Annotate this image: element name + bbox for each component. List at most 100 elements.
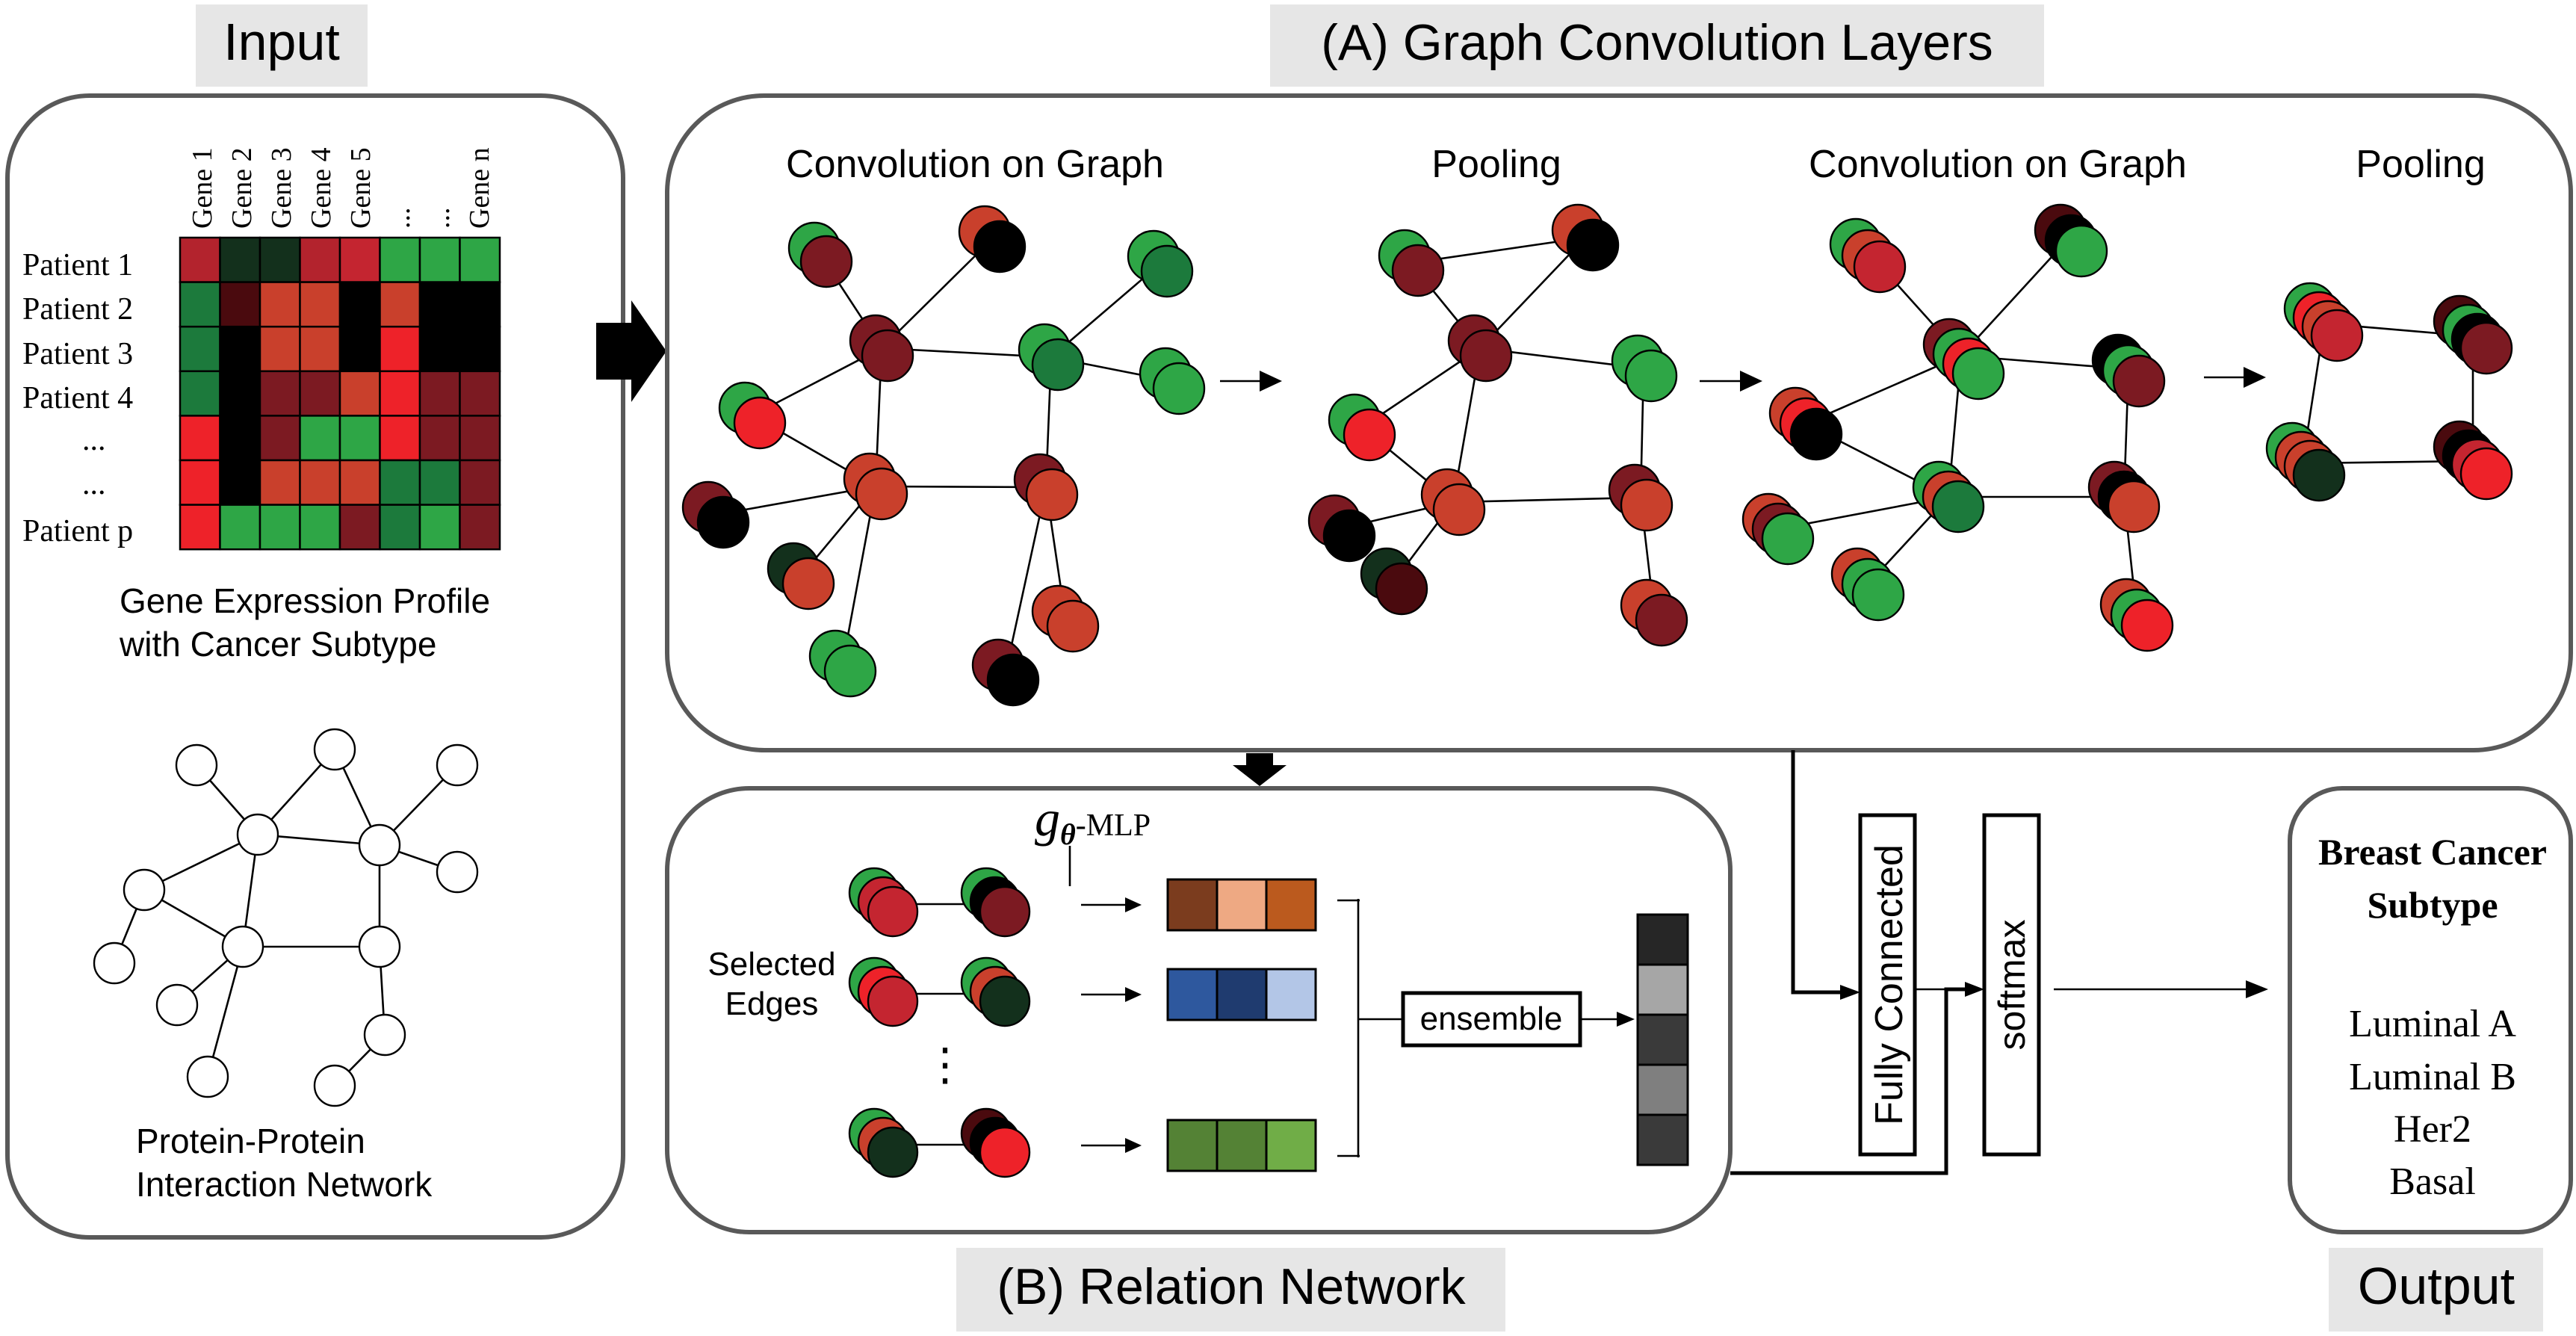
selected-edges-line2: Edges (725, 986, 819, 1022)
graph-stage-2 (1307, 203, 1688, 647)
subtype-item: Her2 (2394, 1108, 2471, 1151)
feature-cell (1216, 878, 1268, 932)
stage-title: Convolution on Graph (786, 143, 1164, 186)
patient-label: ... (82, 467, 106, 501)
heatmap-caption-line2: with Cancer Subtype (119, 625, 436, 664)
stage-title: Pooling (2356, 143, 2485, 186)
heatmap-cell (299, 459, 341, 506)
mlp-feature-vectors (1166, 878, 1317, 1172)
graph-stage-4 (2265, 282, 2513, 502)
heatmap-cell (258, 281, 301, 328)
heatmap-cell (299, 281, 341, 328)
heatmap-cell (338, 504, 381, 551)
heatmap-cell (379, 236, 421, 283)
softmax-box (1982, 813, 2041, 1157)
heatmap-cell (459, 370, 501, 417)
feature-cell (1166, 1119, 1219, 1172)
ppi-caption-line1: Protein-Protein (136, 1122, 365, 1160)
heatmap-cell (379, 281, 421, 328)
heatmap-cell (379, 415, 421, 462)
feature-bracket (1337, 899, 1403, 1157)
patient-label: ... (82, 423, 106, 457)
feature-cell (1216, 968, 1268, 1021)
gene-header: ... (385, 208, 416, 229)
g-theta-mlp-label: gθ-MLP (1035, 790, 1151, 851)
feature-cell (1166, 878, 1219, 932)
vertical-dots: ⋮ (923, 1039, 967, 1089)
heatmap-cell (179, 415, 221, 462)
graph-conv-label: (A) Graph Convolution Layers (1321, 14, 1993, 71)
edge-pair-2 (848, 956, 1031, 1027)
feature-cell (1216, 1119, 1268, 1172)
ensemble-box (1401, 991, 1582, 1048)
ensemble-output-cell (1636, 913, 1689, 966)
ppi-caption-line2: Interaction Network (136, 1165, 433, 1204)
selected-edges-line1: Selected (708, 946, 835, 983)
output-label-background (2329, 1248, 2543, 1332)
heatmap-cell (179, 236, 221, 283)
heatmap-cell (338, 325, 381, 373)
heatmap-cell (258, 504, 301, 551)
heatmap-cell (338, 459, 381, 506)
gene-header: Gene n (464, 147, 495, 229)
stage-arrow (1260, 371, 1282, 392)
relation-label-background (956, 1248, 1505, 1332)
heatmap-cell (459, 236, 501, 283)
input-panel (5, 93, 625, 1240)
heatmap-cell (258, 459, 301, 506)
feature-cell (1166, 968, 1219, 1021)
gene-header: Gene 2 (226, 147, 258, 229)
gene-headers: Gene 1 Gene 2 Gene 3 Gene 4 Gene 5 ... .… (187, 147, 495, 229)
heatmap-cell (338, 281, 381, 328)
input-label: Input (223, 13, 340, 71)
patient-label: Patient 2 (22, 292, 133, 327)
patient-label: Patient 3 (22, 337, 133, 371)
heatmap-cell (338, 415, 381, 462)
ensemble-output-cell (1636, 1063, 1689, 1116)
stage-arrow (1740, 371, 1762, 392)
ensemble-output-vector (1636, 913, 1689, 1166)
relation-network-label: (B) Relation Network (997, 1258, 1466, 1315)
heatmap-cell (418, 504, 461, 551)
heatmap-cell (219, 459, 261, 506)
heatmap-cell (459, 504, 501, 551)
relation-to-classifier-line (1730, 987, 1968, 1175)
graph-conv-label-background (1270, 4, 2044, 87)
gene-header: ... (424, 208, 456, 229)
stage-arrow (2244, 367, 2266, 388)
subtype-item: Basal (2389, 1160, 2476, 1203)
feature-cell (1265, 1119, 1317, 1172)
heatmap-cell (219, 504, 261, 551)
heatmap-cell (459, 325, 501, 373)
heatmap-cell (219, 236, 261, 283)
input-to-graph-arrow (596, 300, 666, 402)
patient-label: Patient 1 (22, 248, 133, 282)
output-label: Output (2358, 1257, 2515, 1315)
heatmap-cell (219, 325, 261, 373)
heatmap-cell (379, 459, 421, 506)
heatmap-cell (418, 415, 461, 462)
softmax-to-output-arrow (2246, 980, 2268, 998)
softmax-label: softmax (1991, 919, 2033, 1050)
graph-stage-3 (1741, 203, 2174, 652)
gene-expression-heatmap (179, 236, 501, 551)
output-title-line2: Subtype (2367, 884, 2498, 926)
heatmap-cell (179, 325, 221, 373)
ensemble-output-cell (1636, 1013, 1689, 1066)
heatmap-cell (179, 504, 221, 551)
heatmap-cell (299, 415, 341, 462)
heatmap-cell (258, 325, 301, 373)
heatmap-cell (179, 281, 221, 328)
heatmap-cell (418, 325, 461, 373)
edge-pair-3 (848, 1107, 1031, 1178)
ensemble-output-cell (1636, 963, 1689, 1016)
input-label-background (196, 4, 368, 87)
graph-conv-panel (665, 93, 2573, 752)
heatmap-cell (258, 236, 301, 283)
heatmap-cell (459, 415, 501, 462)
heatmap-cell (459, 459, 501, 506)
relation-network-panel (665, 786, 1733, 1234)
heatmap-cell (379, 504, 421, 551)
gene-header: Gene 1 (187, 147, 218, 229)
ensemble-arrow (1617, 1012, 1635, 1027)
